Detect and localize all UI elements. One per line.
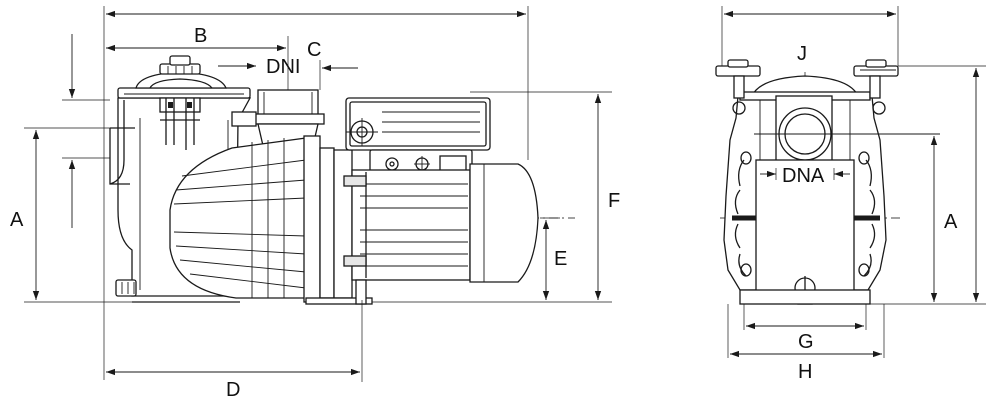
- front-pump-body: [715, 59, 940, 305]
- dim-label-f: F: [608, 190, 620, 212]
- dim-label-b: B: [194, 25, 207, 47]
- dim-label-dna: DNA: [782, 165, 825, 187]
- dim-label-e: E: [554, 248, 567, 270]
- dim-label-h: H: [798, 361, 812, 383]
- motor-body: [305, 97, 539, 305]
- dim-label-j: J: [797, 43, 807, 65]
- pump-volute: [169, 135, 353, 303]
- dim-label-dni: DNI: [266, 56, 300, 78]
- front-view: J DNA A G H: [715, 6, 986, 383]
- dim-label-a-front: A: [944, 211, 958, 233]
- dim-label-c: C: [307, 39, 321, 61]
- side-view: B DNI C A D E F: [10, 6, 620, 401]
- dim-label-d: D: [226, 379, 240, 401]
- dim-label-a-side: A: [10, 209, 24, 231]
- dim-label-g: G: [798, 331, 814, 353]
